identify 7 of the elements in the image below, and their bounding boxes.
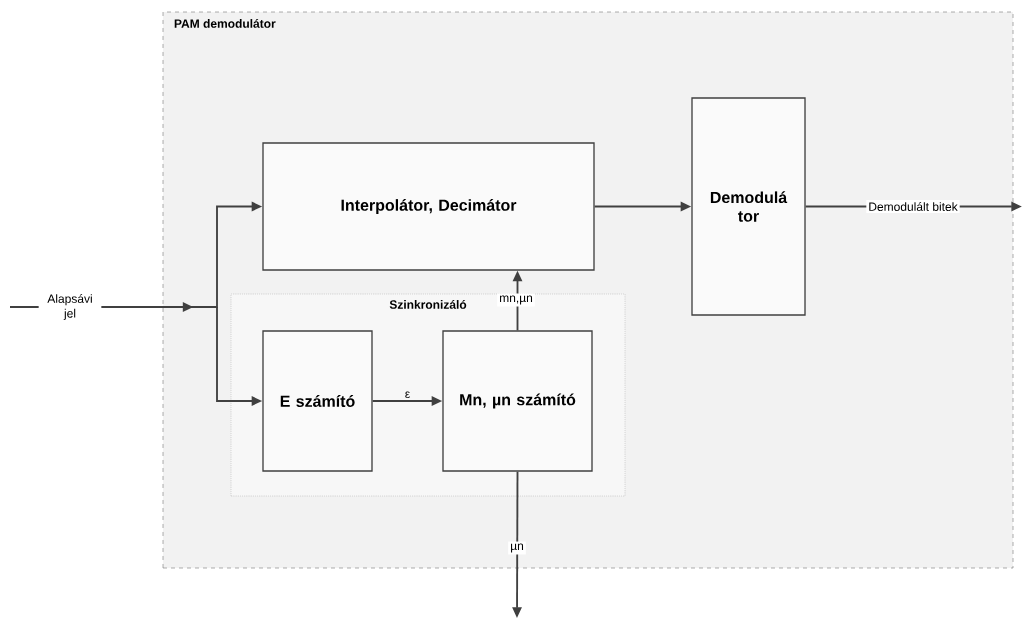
edge-label: Demodulált bitek [866,200,960,213]
edge-label: ε [405,391,410,399]
process-box: Interpolátor, Decimátor [262,142,595,271]
process-box: Mn, µn számító [442,330,593,472]
process-box: Demodulá tor [691,97,806,316]
edge-label: Alapsávi jel [38,292,102,322]
process-box: E számító [262,330,373,472]
